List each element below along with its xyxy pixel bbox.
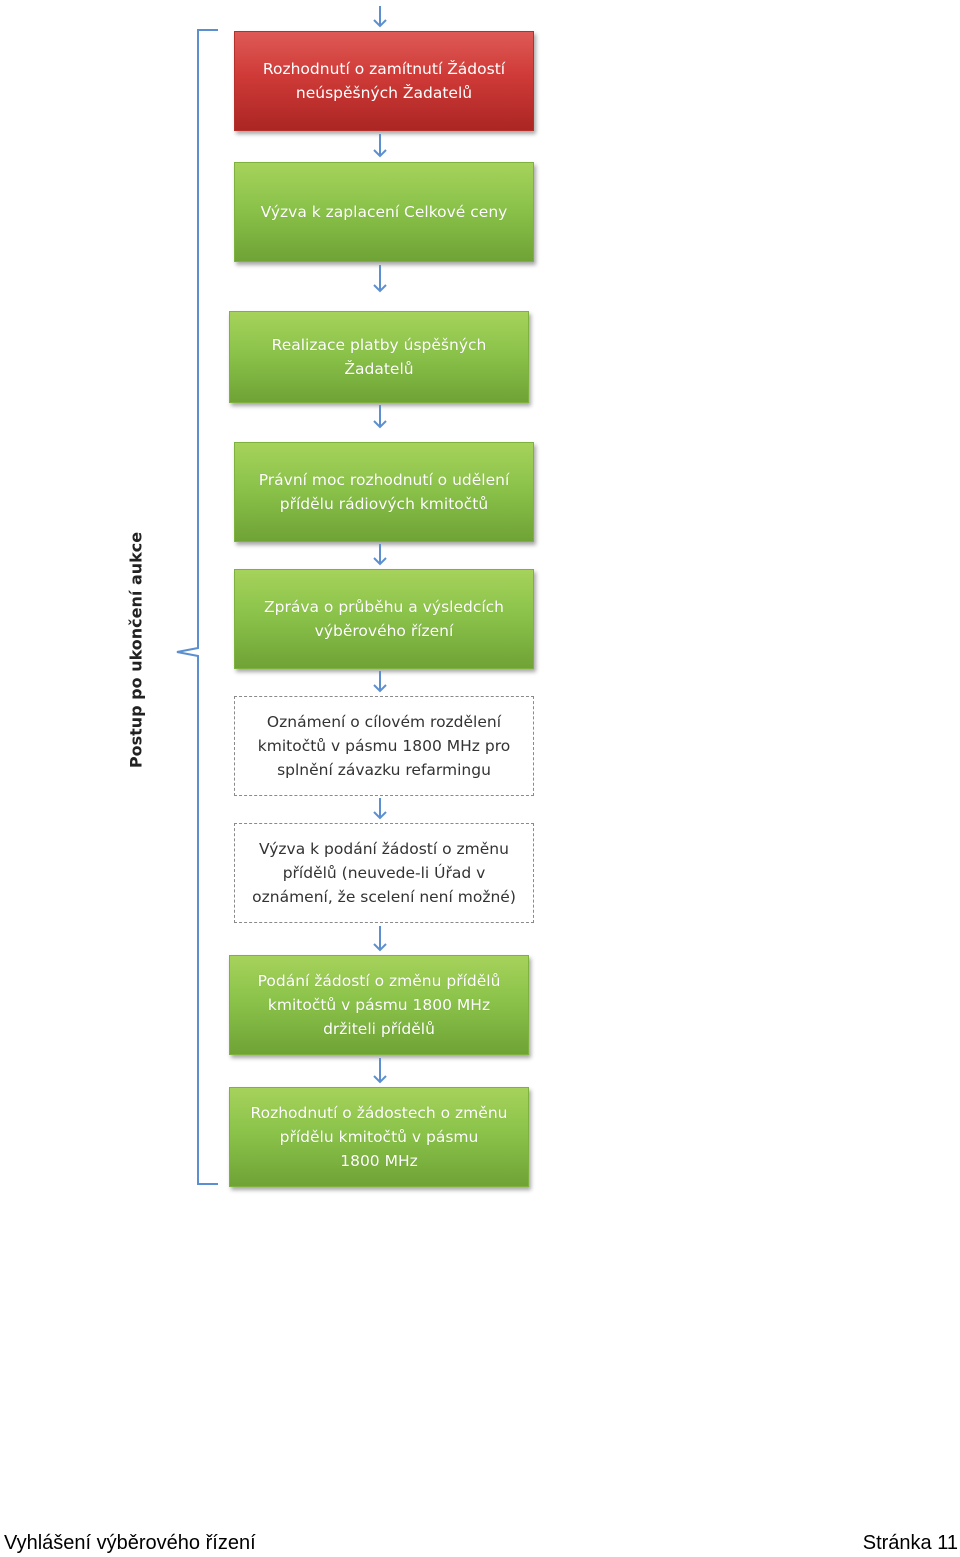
arrow-down-icon [373,134,387,158]
step-text: Rozhodnutí o žádostech o změnu přídělu k… [250,1104,508,1170]
step-box-report: Zpráva o průběhu a výsledcích výběrového… [234,569,534,669]
step-text: Podání žádostí o změnu přídělů kmitočtů … [257,972,501,1038]
arrow-down-icon [373,926,387,952]
step-text: Oznámení o cílovém rozdělení kmitočtů v … [257,713,511,779]
arrow-down-icon [373,265,387,293]
step-box-rejection-decision: Rozhodnutí o zamítnutí Žádostí neúspěšný… [234,31,534,131]
step-text: Zpráva o průběhu a výsledcích výběrového… [263,598,505,640]
step-box-change-request-call: Výzva k podání žádostí o změnu přídělů (… [234,823,534,923]
arrow-down-icon [373,1058,387,1084]
step-text: Realizace platby úspěšných Žadatelů [271,336,487,378]
step-box-change-request-submission: Podání žádostí o změnu přídělů kmitočtů … [229,955,529,1055]
step-text: Výzva k zaplacení Celkové ceny [260,203,508,221]
arrow-down-icon [373,798,387,820]
step-box-change-decision: Rozhodnutí o žádostech o změnu přídělu k… [229,1087,529,1187]
step-box-payment-realization: Realizace platby úspěšných Žadatelů [229,311,529,403]
left-brace-icon [176,29,218,1185]
step-box-legal-force: Právní moc rozhodnutí o udělení přídělu … [234,442,534,542]
step-text: Právní moc rozhodnutí o udělení přídělu … [258,471,510,513]
step-box-payment-call: Výzva k zaplacení Celkové ceny [234,162,534,262]
step-text: Výzva k podání žádostí o změnu přídělů (… [252,840,516,906]
arrow-down-icon [373,405,387,429]
step-box-target-allocation-notice: Oznámení o cílovém rozdělení kmitočtů v … [234,696,534,796]
arrow-down-icon [373,544,387,566]
arrow-down-icon [373,6,387,28]
footer-page-number: Stránka 11 [862,1532,958,1554]
arrow-down-icon [373,671,387,693]
footer-document-title: Vyhlášení výběrového řízení [4,1532,256,1554]
step-text: Rozhodnutí o zamítnutí Žádostí neúspěšný… [262,60,506,102]
side-label: Postup po ukončení aukce [126,531,146,769]
